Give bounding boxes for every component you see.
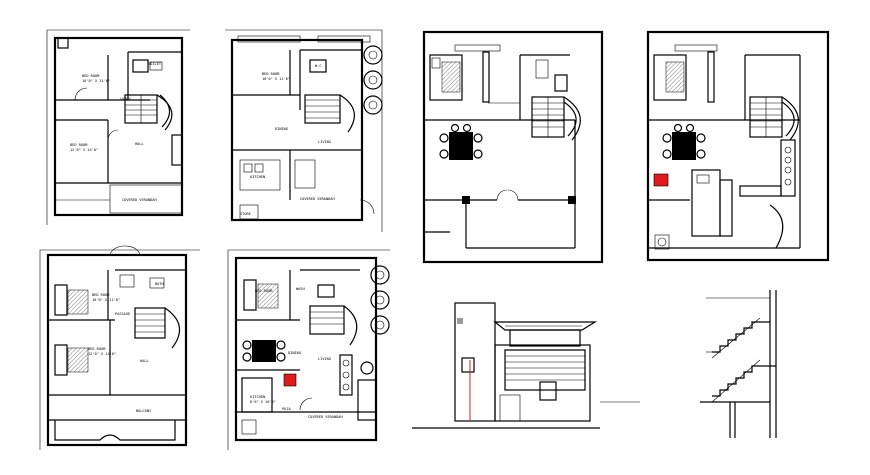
- room-label: BED ROOM: [92, 293, 110, 297]
- floor-plan-second-b: WASH BED ROOM DINING LIVING KITCHEN 8'6"…: [227, 249, 390, 450]
- room-label: BED ROOM: [70, 143, 88, 147]
- front-elevation: [412, 302, 640, 429]
- room-label: COVERED VERANDAH: [308, 415, 343, 419]
- staircase-section: [700, 290, 777, 438]
- dining-table: [662, 123, 706, 160]
- room-dim: 12'0" X 14'0": [70, 148, 98, 152]
- room-label: BED ROOM: [82, 74, 100, 78]
- room-dim: 10'0" X 11'6": [262, 77, 290, 81]
- room-label: BED ROOM: [88, 347, 106, 351]
- room-label: TOILET: [148, 62, 162, 66]
- room-label: COVERED VERANDAH: [122, 198, 157, 202]
- room-label: LOBBY: [120, 97, 132, 101]
- room-label: PUJA: [282, 407, 291, 411]
- room-label: HALL: [135, 142, 144, 146]
- room-label: BATH: [155, 282, 164, 286]
- dining-table: [439, 123, 483, 160]
- room-label: LIVING: [318, 140, 331, 144]
- room-dim: 8'6" X 10'0": [250, 400, 276, 404]
- room-label: LIVING: [318, 357, 331, 361]
- room-label: DINING: [275, 127, 288, 131]
- room-label: PASSAGE: [115, 312, 130, 316]
- staircase: [125, 95, 157, 123]
- floor-plan-ground-b: BED ROOM 10'0" X 11'6" W.C DINING LIVING…: [225, 29, 383, 232]
- room-label: WASH: [296, 287, 305, 291]
- floor-plan-first-a: [422, 30, 604, 264]
- floor-plan-ground-a: BED ROOM 10'0" X 11'6" TOILET LOBBY BED …: [46, 29, 190, 225]
- trees-row: [370, 265, 390, 335]
- room-label: KITCHEN: [250, 175, 265, 179]
- staircase: [749, 96, 783, 138]
- room-label: HALL: [140, 359, 149, 363]
- floor-plan-first-b: [646, 30, 830, 262]
- room-label: COVERED VERANDAH: [300, 197, 335, 201]
- room-label: W.C: [315, 64, 322, 68]
- red-fixture: [283, 373, 297, 387]
- room-label: BED ROOM: [255, 289, 273, 293]
- floor-plan-second-a: BED ROOM 10'0" X 11'6" BATH PASSAGE BED …: [39, 245, 200, 450]
- room-dim: 12'0" X 14'0": [88, 352, 116, 356]
- room-label: DINING: [288, 351, 301, 355]
- staircase: [531, 96, 565, 138]
- room-label: STORE: [240, 212, 251, 216]
- room-dim: 10'0" X 11'6": [82, 79, 110, 83]
- room-label: BALCONY: [136, 409, 152, 413]
- dining-table: [242, 340, 286, 362]
- red-fixture: [653, 173, 669, 187]
- room-dim: 10'0" X 11'6": [92, 298, 120, 302]
- trees-row: [363, 45, 383, 115]
- room-label: BED ROOM: [262, 72, 280, 76]
- kitchen-counter: [739, 139, 796, 197]
- room-label: KITCHEN: [250, 395, 265, 399]
